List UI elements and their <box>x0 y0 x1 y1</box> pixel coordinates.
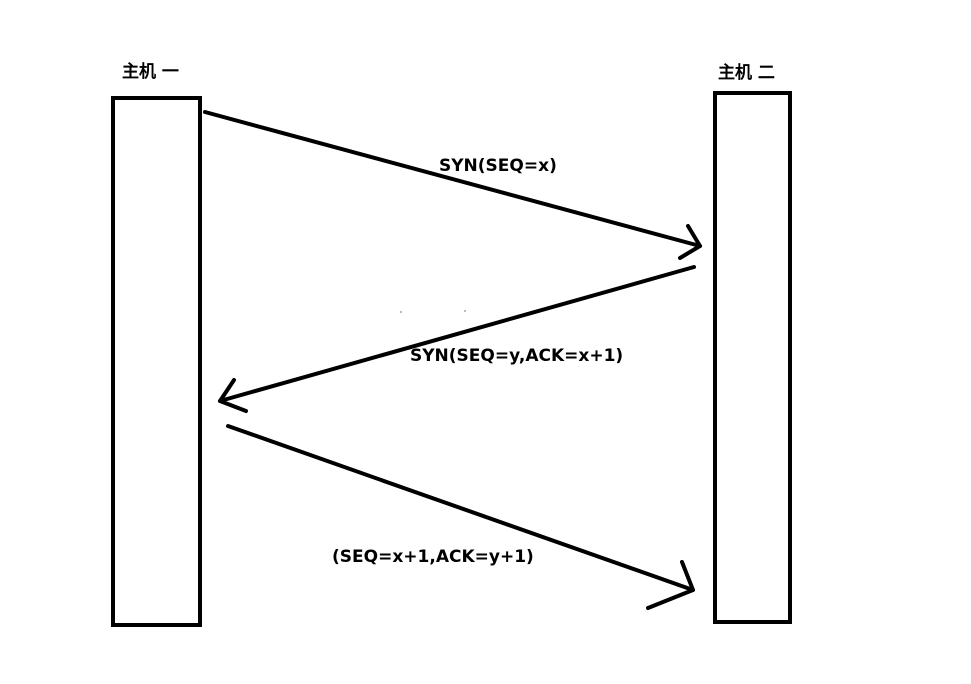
stray-dot <box>464 310 466 312</box>
host-one-box <box>111 96 202 627</box>
host-two-label: 主机 二 <box>718 62 775 83</box>
stray-dot <box>400 311 402 313</box>
message-label-syn-ack: SYN(SEQ=y,ACK=x+1) <box>410 346 623 366</box>
host-two-box <box>713 91 792 624</box>
message-arrow-syn-line <box>203 110 702 248</box>
message-label-syn: SYN(SEQ=x) <box>439 156 557 176</box>
host-one-label: 主机 一 <box>122 61 179 82</box>
message-arrow-ack-head <box>646 560 695 610</box>
message-arrow-syn-ack-line <box>218 265 696 403</box>
message-arrow-ack-line <box>226 424 695 592</box>
message-label-ack: (SEQ=x+1,ACK=y+1) <box>332 547 534 567</box>
message-arrow-syn-head <box>678 224 702 260</box>
message-arrow-syn-ack-head <box>218 378 248 413</box>
message-arrow-syn <box>203 110 702 260</box>
message-arrow-ack <box>226 424 695 610</box>
message-arrow-syn-ack <box>218 265 696 413</box>
